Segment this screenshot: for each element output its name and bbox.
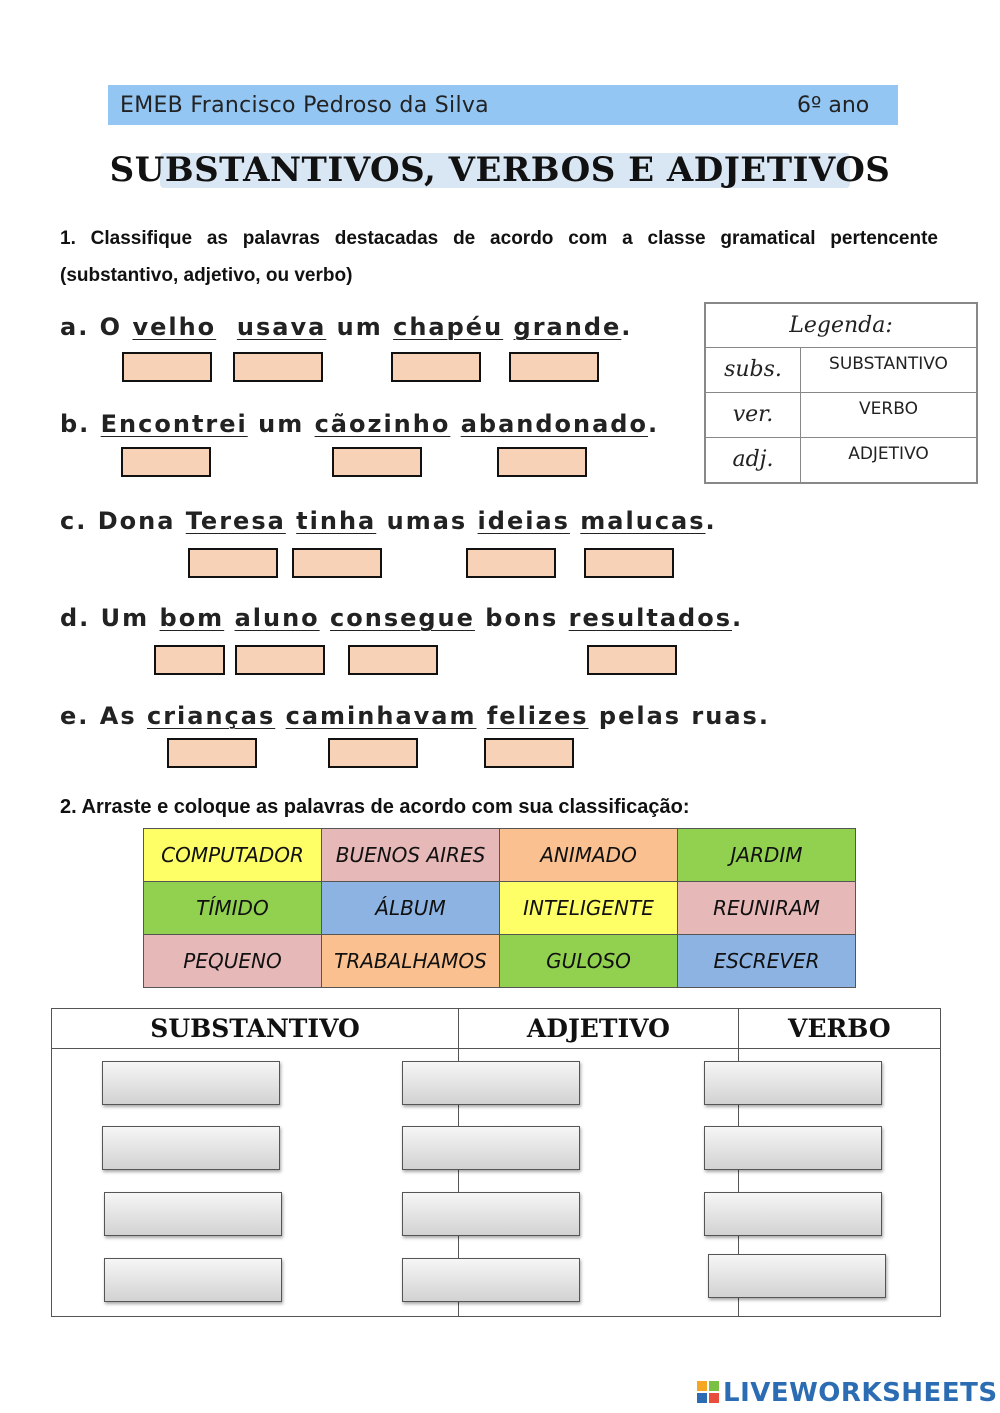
answer-box-e3[interactable] bbox=[484, 738, 574, 768]
header-bar bbox=[108, 85, 898, 125]
drop-box-verbo-1[interactable] bbox=[704, 1061, 882, 1105]
target-word: cãozinho bbox=[314, 410, 451, 438]
target-word: felizes bbox=[486, 702, 589, 730]
answer-box-a3[interactable] bbox=[391, 352, 481, 382]
target-word: crianças bbox=[146, 702, 276, 730]
target-word: velho bbox=[132, 313, 217, 341]
answer-box-b3[interactable] bbox=[497, 447, 587, 477]
word-tile[interactable]: TÍMIDO bbox=[143, 881, 322, 935]
answer-box-a1[interactable] bbox=[122, 352, 212, 382]
logo-icon bbox=[697, 1381, 719, 1403]
word-tile[interactable]: ÁLBUM bbox=[321, 881, 500, 935]
sentence-c: c. Dona Teresa tinha umas ideias malucas… bbox=[60, 507, 717, 535]
word-tile[interactable]: BUENOS AIRES bbox=[321, 828, 500, 882]
liveworksheets-logo: LIVEWORKSHEETS bbox=[697, 1378, 998, 1408]
answer-box-d1[interactable] bbox=[154, 645, 225, 675]
logo-text: LIVEWORKSHEETS bbox=[723, 1378, 998, 1408]
word-tile[interactable]: INTELIGENTE bbox=[499, 881, 678, 935]
grade-label: 6º ano bbox=[797, 93, 870, 118]
answer-box-e2[interactable] bbox=[328, 738, 418, 768]
answer-box-c3[interactable] bbox=[466, 548, 556, 578]
legend-label: SUBSTANTIVO bbox=[800, 347, 977, 393]
target-word: Encontrei bbox=[100, 410, 248, 438]
target-word: aluno bbox=[234, 604, 320, 632]
word-tile[interactable]: PEQUENO bbox=[143, 934, 322, 988]
answer-box-d4[interactable] bbox=[587, 645, 677, 675]
legend-table: Legenda: subs.SUBSTANTIVO ver.VERBO adj.… bbox=[704, 302, 978, 484]
legend-abbr: subs. bbox=[705, 347, 801, 393]
answer-box-d3[interactable] bbox=[348, 645, 438, 675]
answer-box-e1[interactable] bbox=[167, 738, 257, 768]
word-tile[interactable]: REUNIRAM bbox=[677, 881, 856, 935]
word-tile[interactable]: JARDIM bbox=[677, 828, 856, 882]
answer-box-d2[interactable] bbox=[235, 645, 325, 675]
target-word: chapéu bbox=[393, 313, 504, 341]
legend-heading: Legenda: bbox=[705, 303, 977, 348]
column-header-adjetivo: ADJETIVO bbox=[458, 1008, 739, 1049]
word-tile[interactable]: TRABALHAMOS bbox=[321, 934, 500, 988]
answer-box-a4[interactable] bbox=[509, 352, 599, 382]
target-word: caminhavam bbox=[285, 702, 477, 730]
legend-label: VERBO bbox=[800, 392, 977, 438]
word-tile[interactable]: ESCREVER bbox=[677, 934, 856, 988]
target-word: bom bbox=[159, 604, 225, 632]
answer-box-b1[interactable] bbox=[121, 447, 211, 477]
drop-box-adjetivo-2[interactable] bbox=[402, 1126, 580, 1170]
column-header-verbo: VERBO bbox=[737, 1008, 942, 1049]
drop-box-verbo-3[interactable] bbox=[704, 1192, 882, 1236]
target-word: abandonado bbox=[460, 410, 648, 438]
word-tile[interactable]: COMPUTADOR bbox=[143, 828, 322, 882]
drop-box-substantivo-1[interactable] bbox=[102, 1061, 280, 1105]
target-word: ideias bbox=[477, 507, 570, 535]
drop-box-substantivo-2[interactable] bbox=[102, 1126, 280, 1170]
sentence-e: e. As crianças caminhavam felizes pelas … bbox=[60, 702, 770, 730]
word-tile[interactable]: ANIMADO bbox=[499, 828, 678, 882]
answer-box-b2[interactable] bbox=[332, 447, 422, 477]
question-1-instructions: 1. Classifique as palavras destacadas de… bbox=[60, 228, 938, 286]
target-word: resultados bbox=[568, 604, 733, 632]
answer-box-c4[interactable] bbox=[584, 548, 674, 578]
target-word: grande bbox=[513, 313, 622, 341]
legend-abbr: ver. bbox=[705, 392, 801, 438]
drop-box-adjetivo-1[interactable] bbox=[402, 1061, 580, 1105]
sentence-a: a. O velho usava um chapéu grande. bbox=[60, 313, 633, 341]
sentence-d: d. Um bom aluno consegue bons resultados… bbox=[60, 604, 744, 632]
school-name: EMEB Francisco Pedroso da Silva bbox=[120, 93, 489, 118]
column-header-substantivo: SUBSTANTIVO bbox=[50, 1008, 460, 1049]
legend-label: ADJETIVO bbox=[800, 437, 977, 483]
target-word: Teresa bbox=[185, 507, 286, 535]
drop-box-substantivo-4[interactable] bbox=[104, 1258, 282, 1302]
answer-box-c1[interactable] bbox=[188, 548, 278, 578]
legend-abbr: adj. bbox=[705, 437, 801, 483]
drop-box-verbo-2[interactable] bbox=[704, 1126, 882, 1170]
question-2-instructions: 2. Arraste e coloque as palavras de acor… bbox=[60, 796, 690, 818]
target-word: tinha bbox=[296, 507, 377, 535]
drop-box-adjetivo-3[interactable] bbox=[402, 1192, 580, 1236]
answer-box-a2[interactable] bbox=[233, 352, 323, 382]
answer-box-c2[interactable] bbox=[292, 548, 382, 578]
target-word: malucas bbox=[580, 507, 706, 535]
page-title: SUBSTANTIVOS, VERBOS E ADJETIVOS bbox=[109, 150, 891, 190]
word-tile[interactable]: GULOSO bbox=[499, 934, 678, 988]
drop-box-substantivo-3[interactable] bbox=[104, 1192, 282, 1236]
drop-box-verbo-4[interactable] bbox=[708, 1254, 886, 1298]
sentence-b: b. Encontrei um cãozinho abandonado. bbox=[60, 410, 660, 438]
drop-box-adjetivo-4[interactable] bbox=[402, 1258, 580, 1302]
word-bank: COMPUTADOR BUENOS AIRES ANIMADO JARDIM T… bbox=[143, 828, 856, 988]
title-highlight bbox=[160, 153, 850, 188]
target-word: usava bbox=[236, 313, 327, 341]
target-word: consegue bbox=[330, 604, 475, 632]
